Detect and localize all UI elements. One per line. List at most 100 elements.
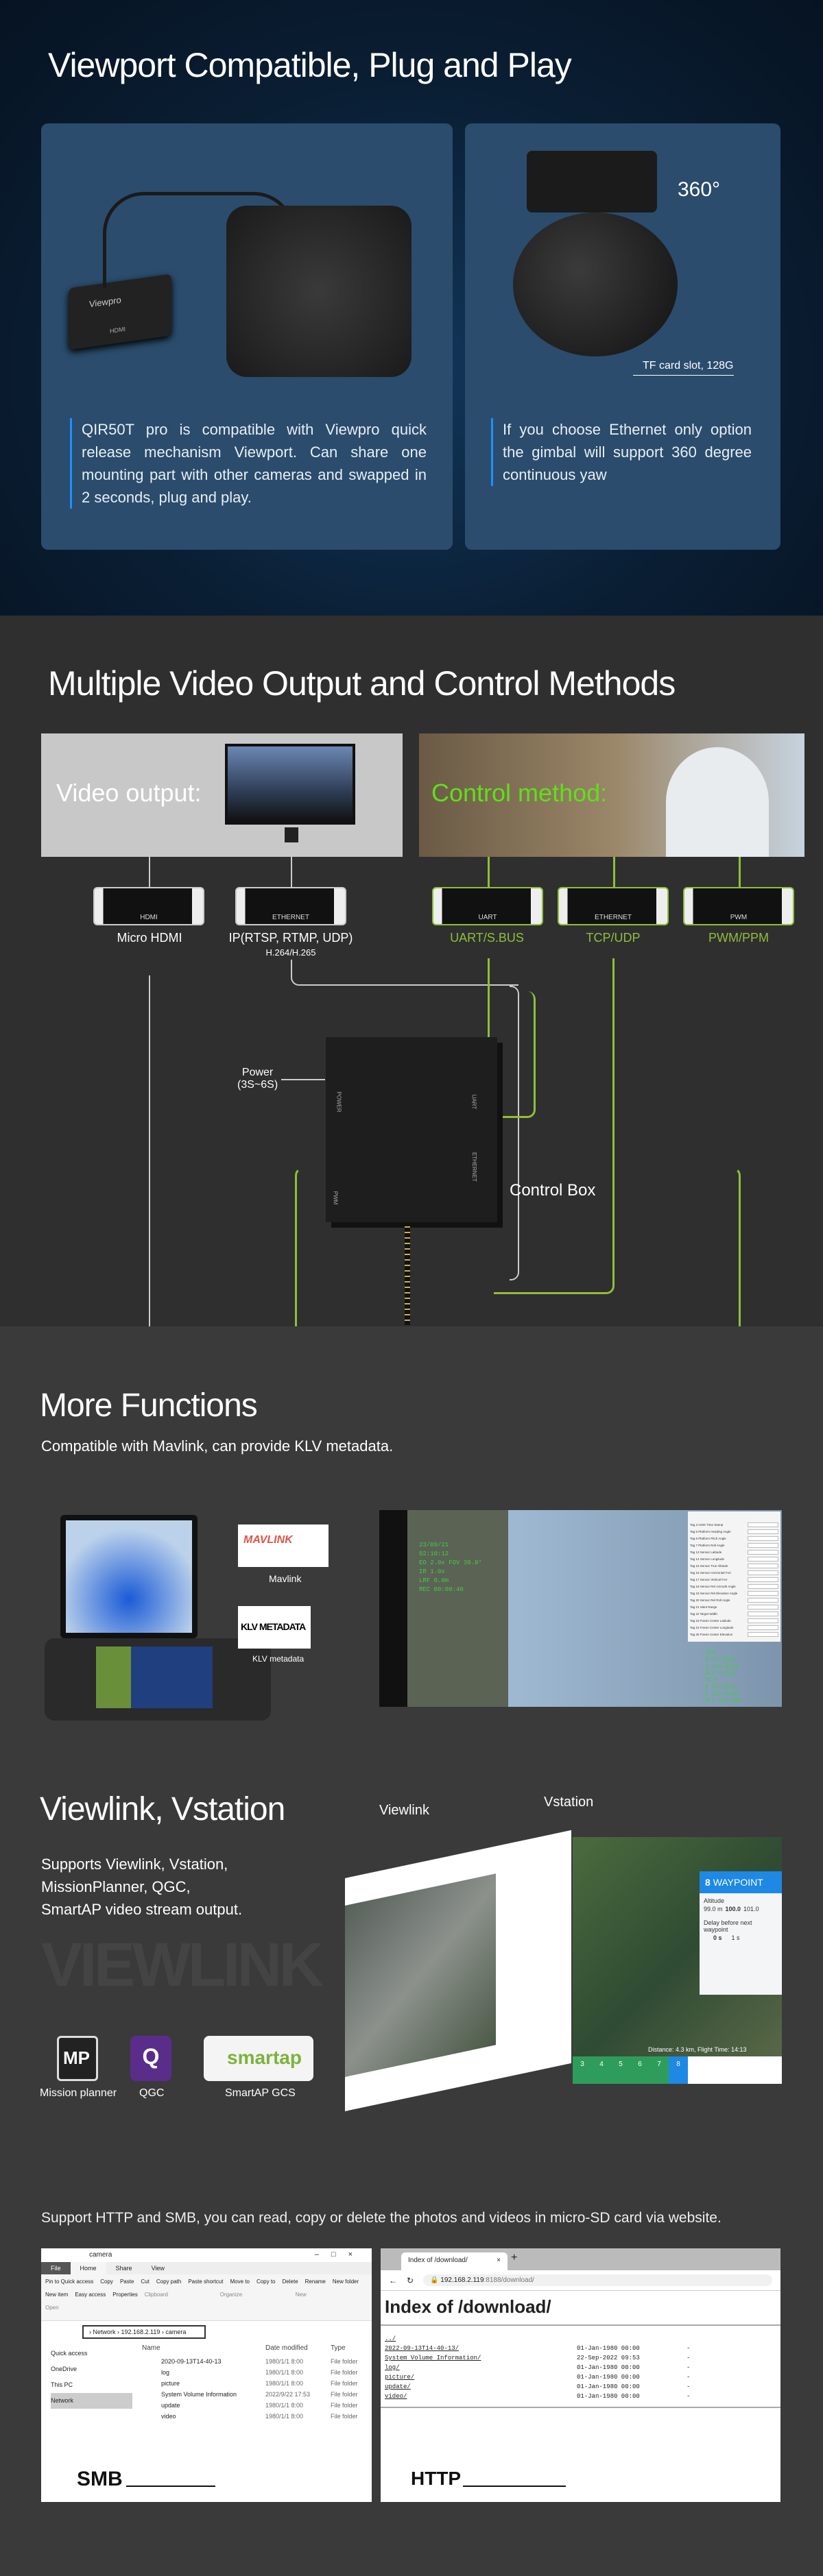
path-separator: ›: [160, 2329, 166, 2335]
altitude-option[interactable]: 100.0: [725, 1906, 741, 1912]
path-segment[interactable]: camera: [165, 2329, 187, 2335]
directory-link[interactable]: video/: [385, 2393, 407, 2400]
ribbon-button[interactable]: Easy access: [75, 2292, 106, 2298]
monitor-stand: [285, 827, 298, 842]
browser-tab[interactable]: Index of /download/×: [401, 2252, 508, 2270]
new-tab-button[interactable]: +: [511, 2252, 518, 2263]
delay-option[interactable]: 0 s: [713, 1934, 722, 1941]
nav-item[interactable]: OneDrive: [51, 2366, 77, 2372]
ribbon-button[interactable]: Move to: [230, 2279, 250, 2285]
back-icon[interactable]: ←: [389, 2275, 397, 2285]
klv-row: Tag 6 Platform Pitch Angle: [690, 1535, 778, 1542]
altitude-option[interactable]: 101.0: [743, 1906, 759, 1912]
reload-icon[interactable]: ↻: [407, 2275, 414, 2285]
ribbon-tab-file[interactable]: File: [41, 2262, 71, 2274]
klv-value-field: [748, 1522, 778, 1527]
directory-link[interactable]: log/: [385, 2364, 400, 2371]
ribbon-button[interactable]: New folder: [332, 2279, 359, 2285]
osd-line: ACFT: [705, 1677, 719, 1684]
directory-link[interactable]: ../: [385, 2335, 396, 2342]
nav-item[interactable]: Network: [51, 2393, 132, 2409]
osd-line: REC 00:00:40: [419, 1586, 464, 1593]
directory-link[interactable]: update/: [385, 2383, 411, 2390]
tablet-image: [60, 1515, 198, 1638]
klv-row: Tag 2 UNIX Time Stamp: [690, 1521, 778, 1528]
close-tab-icon[interactable]: ×: [497, 2257, 501, 2264]
control-method-panel: Control method:: [419, 733, 804, 857]
mavlink-label: Mavlink: [269, 1573, 302, 1584]
path-segment[interactable]: 192.168.2.119: [121, 2329, 160, 2335]
port-ethernet-control: ETHERNET: [558, 887, 669, 925]
label-underline: [463, 2486, 566, 2487]
port-tag: HDMI: [140, 914, 158, 921]
section-title: Multiple Video Output and Control Method…: [48, 664, 676, 703]
osd-line: N 22.5543: [705, 1684, 735, 1690]
ribbon-button[interactable]: Paste: [119, 2279, 134, 2285]
mavlink-logo: MAVLINK: [238, 1524, 329, 1567]
label-underline: [126, 2486, 215, 2487]
ribbon-tab-share[interactable]: Share: [115, 2265, 132, 2272]
ribbon-button[interactable]: Copy to: [256, 2279, 276, 2285]
size: -: [687, 2374, 691, 2381]
delay-options: 0 s 1 s: [700, 1934, 782, 1941]
file-cell: File folder: [331, 2391, 358, 2398]
column-header[interactable]: Name: [142, 2344, 160, 2352]
ribbon-button[interactable]: Cut: [141, 2279, 150, 2285]
flight-summary: Distance: 4.3 km, Flight Time: 14:13: [648, 2046, 747, 2053]
monitor-image: [225, 744, 355, 825]
ribbon-button[interactable]: Properties: [112, 2292, 138, 2298]
waypoint-chip[interactable]: 7: [649, 2056, 669, 2084]
klv-tag: Tag 17 Sensor Vertical FoV: [690, 1577, 728, 1581]
ribbon-tab-home[interactable]: Home: [70, 2262, 106, 2274]
browser-toolbar: ← ↻ 🔒 192.168.2.119:8188/download/: [381, 2270, 780, 2291]
ribbon-button[interactable]: Pin to Quick access: [45, 2279, 94, 2285]
ribbon-button[interactable]: Rename: [305, 2279, 326, 2285]
delay-option[interactable]: 1 s: [731, 1934, 740, 1941]
column-header[interactable]: Date modified: [265, 2344, 308, 2352]
hdmi-tag: HDMI: [110, 325, 126, 335]
address-bar[interactable]: › Network › 192.168.2.119 › camera: [82, 2325, 206, 2339]
klv-value-field: [748, 1549, 778, 1555]
osd-line: ALT 112.00m: [705, 1698, 741, 1704]
waypoint-title: WAYPOINT: [713, 1877, 763, 1888]
ground-station-image: [45, 1638, 271, 1721]
klv-tag: Tag 21 Slant Range: [690, 1605, 717, 1609]
osd-line: 02:10:12: [419, 1551, 449, 1557]
ribbon-button[interactable]: Delete: [282, 2279, 298, 2285]
ethernet-description: If you choose Ethernet only option the g…: [491, 418, 752, 486]
listing-row: picture/01-Jan-1980 00:00-: [385, 2374, 776, 2383]
path-separator: ›: [115, 2329, 121, 2335]
port-pwm: PWM: [683, 887, 794, 925]
nav-item[interactable]: Quick access: [51, 2350, 88, 2357]
path-segment[interactable]: Network: [93, 2329, 116, 2335]
waypoint-chip[interactable]: 4: [592, 2056, 611, 2084]
klv-row: Tag 7 Platform Roll Angle: [690, 1542, 778, 1548]
klv-row: Tag 14 Sensor Longitude: [690, 1555, 778, 1562]
waypoint-chip[interactable]: 3: [573, 2056, 592, 2084]
nav-item[interactable]: This PC: [51, 2381, 73, 2388]
column-header[interactable]: Type: [331, 2344, 346, 2352]
waypoint-chip[interactable]: 5: [611, 2056, 630, 2084]
waypoint-chip[interactable]: 8: [669, 2056, 688, 2084]
directory-link[interactable]: System Volume Information/: [385, 2355, 481, 2361]
directory-link[interactable]: picture/: [385, 2374, 415, 2381]
ribbon-button[interactable]: Copy path: [156, 2279, 182, 2285]
directory-link[interactable]: 2022-09-13T14-40-13/: [385, 2345, 460, 2352]
ribbon-tab-view[interactable]: View: [151, 2265, 165, 2272]
url-bar[interactable]: 🔒 192.168.2.119:8188/download/: [423, 2274, 772, 2286]
ribbon-button[interactable]: Copy: [100, 2279, 113, 2285]
ribbon-button[interactable]: Paste shortcut: [188, 2279, 224, 2285]
browser-tab-strip: Index of /download/× +: [381, 2248, 780, 2270]
altitude-option[interactable]: 99.0 m: [704, 1906, 723, 1912]
wire: [291, 960, 518, 986]
waypoint-chip[interactable]: 6: [630, 2056, 649, 2084]
ribbon-button[interactable]: New item: [45, 2292, 69, 2298]
window-controls[interactable]: –□×: [314, 2250, 365, 2259]
